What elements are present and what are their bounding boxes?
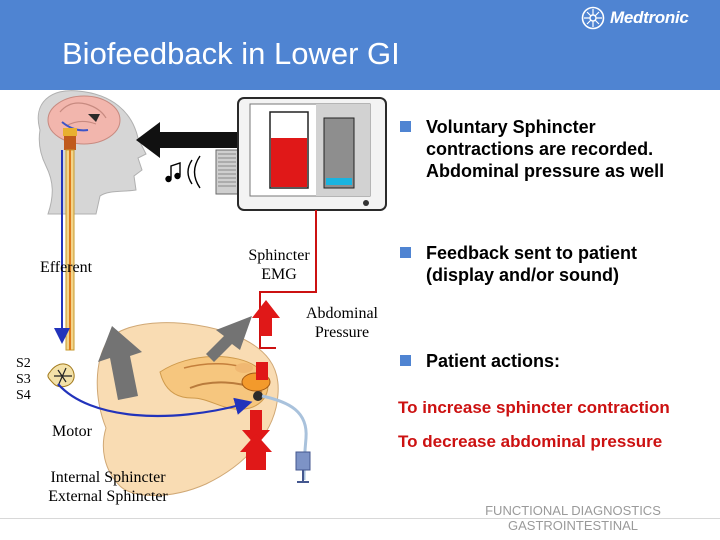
efferent-label: Efferent: [39, 259, 93, 276]
pressure-probe: [261, 394, 311, 483]
slide-title: Biofeedback in Lower GI: [62, 36, 400, 71]
pelvis-illustration: [96, 322, 279, 496]
bullet-recorded: Voluntary Sphincter contractions are rec…: [400, 116, 700, 182]
head-illustration: [37, 90, 147, 215]
abdominal-pressure-label: Abdominal Pressure: [294, 304, 390, 342]
s4-label: S4: [16, 388, 31, 403]
sphincter-emg-line2: EMG: [261, 266, 297, 283]
footer-line1: FUNCTIONAL DIAGNOSTICS: [485, 503, 661, 518]
sphincter-names-label: Internal Sphincter External Sphincter: [28, 468, 188, 506]
red-arrow-bottom: [240, 434, 272, 470]
medtronic-logo-icon: [581, 6, 605, 30]
red-arrow-up: [252, 300, 280, 336]
decrease-pressure-text: To decrease abdominal pressure: [398, 432, 663, 451]
s3-label: S3: [16, 372, 31, 387]
brand-name: Medtronic: [610, 8, 689, 27]
header-bar: [0, 0, 720, 90]
brand-logo: Medtronic: [581, 5, 689, 31]
bullet-checkbox-icon: [400, 355, 411, 366]
sphincter-emg-label: Sphincter EMG: [236, 246, 322, 284]
feedback-arrow: [136, 122, 238, 158]
abdominal-line1: Abdominal: [306, 305, 378, 322]
motor-nerve: [57, 383, 253, 418]
bullet-patient-actions: Patient actions:: [400, 350, 700, 372]
pressure-bar: [323, 117, 355, 189]
gray-arrow-right: [206, 316, 252, 362]
bullet-checkbox-icon: [400, 121, 411, 132]
internal-sphincter-label: Internal Sphincter: [50, 469, 166, 486]
s2-label: S2: [16, 356, 31, 371]
gray-arrow-left: [98, 326, 142, 400]
sacral-plexus-icon: [47, 363, 75, 388]
abdominal-line2: Pressure: [314, 324, 370, 341]
monitor-display: [215, 97, 387, 211]
bullet-feedback: Feedback sent to patient (display and/or…: [400, 242, 700, 286]
sound-icon: [165, 155, 201, 189]
footer-divider: [0, 518, 720, 519]
footer-line2: GASTROINTESTINAL: [507, 518, 639, 533]
motor-label: Motor: [52, 423, 92, 440]
footer-caption: FUNCTIONAL DIAGNOSTICS GASTROINTESTINAL: [478, 503, 668, 533]
increase-sphincter-text: To increase sphincter contraction: [398, 398, 670, 417]
bullet-checkbox-icon: [400, 247, 411, 258]
external-sphincter-label: External Sphincter: [48, 488, 168, 505]
sacral-labels: S2 S3 S4: [16, 356, 31, 404]
red-arrow-down-up: [242, 410, 270, 446]
sphincter-emg-line1: Sphincter: [248, 247, 310, 264]
